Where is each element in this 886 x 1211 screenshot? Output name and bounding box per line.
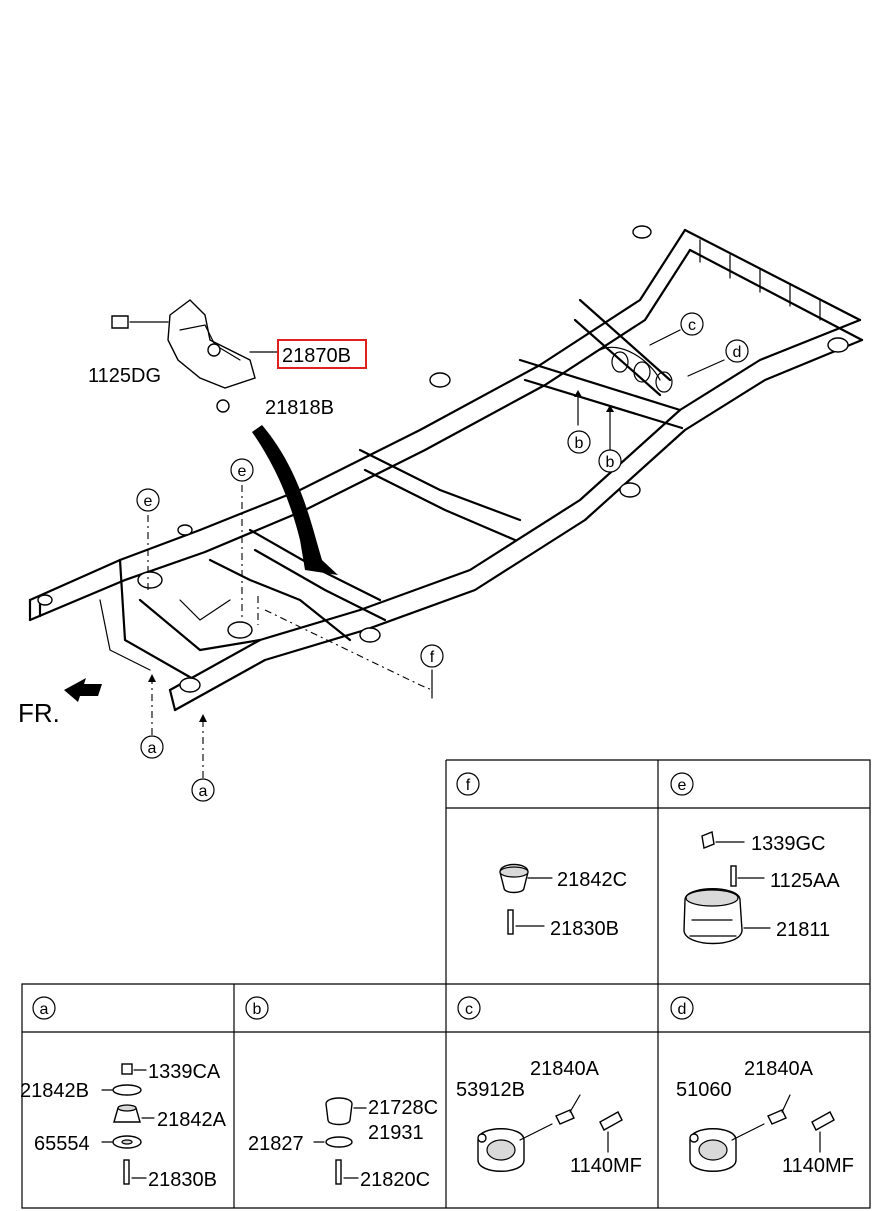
- callout-circle-b2: [598, 449, 622, 473]
- panel-d-part-3: 1140MF: [782, 1155, 854, 1177]
- panel-a-part-3: 21842A: [157, 1109, 227, 1131]
- panel-a-circle: [32, 996, 56, 1020]
- panel-f-part-2: 21830B: [550, 918, 619, 940]
- callout-a2: a: [199, 783, 208, 800]
- callout-d: d: [733, 344, 742, 361]
- callout-circle-a2: [191, 778, 215, 802]
- panel-b-drawing: [313, 1097, 367, 1185]
- panel-c-drawing: [477, 1094, 623, 1172]
- callout-e1: e: [144, 493, 153, 510]
- panel-a-part-2: 21842B: [20, 1080, 89, 1102]
- panel-e-letter: e: [678, 777, 687, 794]
- callout-f: f: [430, 649, 435, 666]
- highlight-box: [277, 339, 367, 369]
- callout-e2: e: [238, 463, 247, 480]
- panel-b-part-3: 21827: [248, 1133, 304, 1155]
- callout-circle-c: [680, 312, 704, 336]
- panel-c-part-1: 21840A: [530, 1058, 600, 1080]
- panel-c-part-2: 53912B: [456, 1079, 525, 1101]
- panel-c-letter: c: [465, 1001, 473, 1018]
- panel-f-letter: f: [466, 777, 471, 794]
- panel-a-drawing: [101, 1063, 155, 1185]
- panel-a-part-1: 1339CA: [148, 1061, 221, 1083]
- panel-a-part-4: 65554: [34, 1133, 90, 1155]
- callout-circle-e1: [136, 488, 160, 512]
- panel-a-part-5: 21830B: [148, 1169, 217, 1191]
- panel-f-part-1: 21842C: [557, 869, 627, 891]
- panel-b-part-4: 21820C: [360, 1169, 430, 1191]
- panel-e-circle: [670, 772, 694, 796]
- panel-c-circle: [457, 996, 481, 1020]
- panel-b-part-2: 21931: [368, 1122, 424, 1144]
- panel-e-part-1: 1339GC: [751, 833, 826, 855]
- panel-d-part-2: 51060: [676, 1079, 732, 1101]
- callout-circle-a1: [140, 735, 164, 759]
- label-21870b: 21870B: [282, 345, 351, 367]
- callout-circle-b1: [567, 430, 591, 454]
- callout-circle-f: [420, 644, 444, 668]
- panel-e-part-3: 21811: [776, 919, 830, 941]
- panel-b-circle: [245, 996, 269, 1020]
- panel-e-drawing: [683, 831, 771, 945]
- callout-circle-e2: [230, 458, 254, 482]
- callout-circle-d: [725, 339, 749, 363]
- callout-c: c: [688, 317, 696, 334]
- label-21818b: 21818B: [265, 397, 334, 419]
- front-arrow-icon: [64, 678, 102, 702]
- panel-d-part-1: 21840A: [744, 1058, 814, 1080]
- panel-a-letter: a: [40, 1001, 49, 1018]
- panel-d-circle: [670, 996, 694, 1020]
- callout-a1: a: [148, 740, 157, 757]
- panel-b-letter: b: [253, 1001, 262, 1018]
- front-label: FR.: [18, 698, 60, 728]
- callout-b2: b: [606, 454, 615, 471]
- panel-c-part-3: 1140MF: [570, 1155, 642, 1177]
- bracket-assembly: [111, 299, 279, 413]
- panel-d-letter: d: [678, 1001, 687, 1018]
- panel-b-part-1: 21728C: [368, 1097, 438, 1119]
- callout-b1: b: [575, 435, 584, 452]
- label-1125dg: 1125DG: [88, 365, 161, 387]
- vehicle-frame: [28, 225, 864, 712]
- panel-e-part-2: 1125AA: [770, 870, 840, 892]
- panel-d-drawing: [689, 1094, 835, 1172]
- panel-grid: [21, 759, 871, 1209]
- frame-leaders: [147, 329, 725, 778]
- panel-f-drawing: [499, 863, 553, 935]
- panel-f-circle: [456, 772, 480, 796]
